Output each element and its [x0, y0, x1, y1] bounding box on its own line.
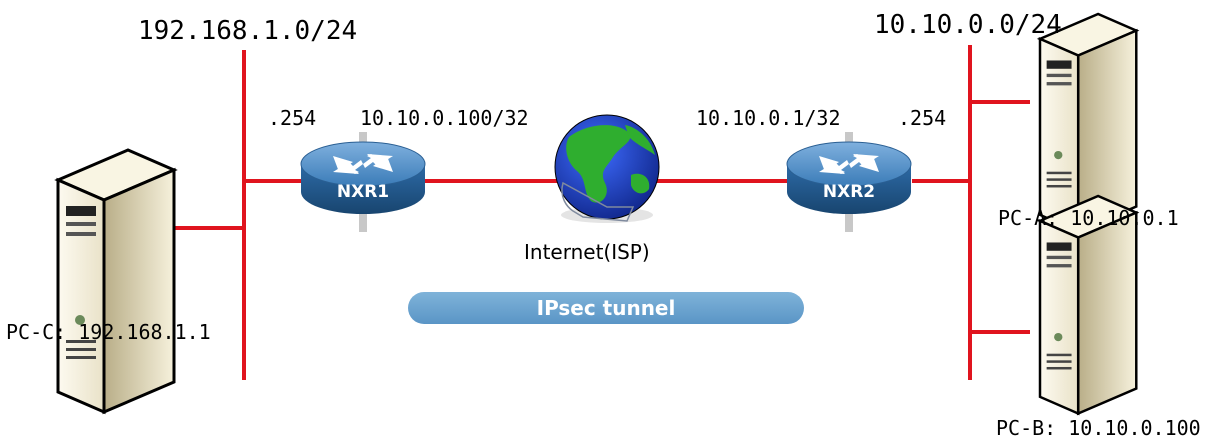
router-nxr2 — [786, 132, 912, 232]
left-network-label: 192.168.1.0/24 — [138, 16, 358, 46]
nxr1-wan-ip-label: 10.10.0.100/32 — [360, 106, 529, 130]
nxr2-wan-ip-label: 10.10.0.1/32 — [696, 106, 841, 130]
router-arrows-icon — [819, 154, 879, 174]
ipsec-tunnel-bar: IPsec tunnel — [408, 292, 804, 324]
right-network-label: 10.10.0.0/24 — [874, 10, 1062, 40]
router-nxr1 — [300, 132, 426, 232]
internet-globe-icon — [554, 114, 660, 223]
router-arrows-icon — [333, 154, 393, 174]
network-links — [172, 45, 1030, 380]
nxr1-lan-ip-label: .254 — [268, 106, 317, 130]
nxr2-name-label: NXR2 — [823, 182, 875, 202]
nxr1-name-label: NXR1 — [337, 182, 389, 202]
pc-b-computer-icon — [1036, 194, 1140, 416]
internet-label: Internet(ISP) — [524, 240, 650, 264]
pc-c-computer-icon — [54, 148, 178, 415]
pc-b-label: PC-B: 10.10.0.100 — [996, 416, 1201, 440]
ipsec-tunnel-label: IPsec tunnel — [536, 296, 676, 320]
pc-a-label: PC-A: 10.10.0.1 — [998, 206, 1179, 230]
pc-a-computer-icon — [1036, 12, 1140, 234]
nxr2-lan-ip-label: .254 — [898, 106, 947, 130]
pc-c-label: PC-C: 192.168.1.1 — [6, 320, 211, 344]
